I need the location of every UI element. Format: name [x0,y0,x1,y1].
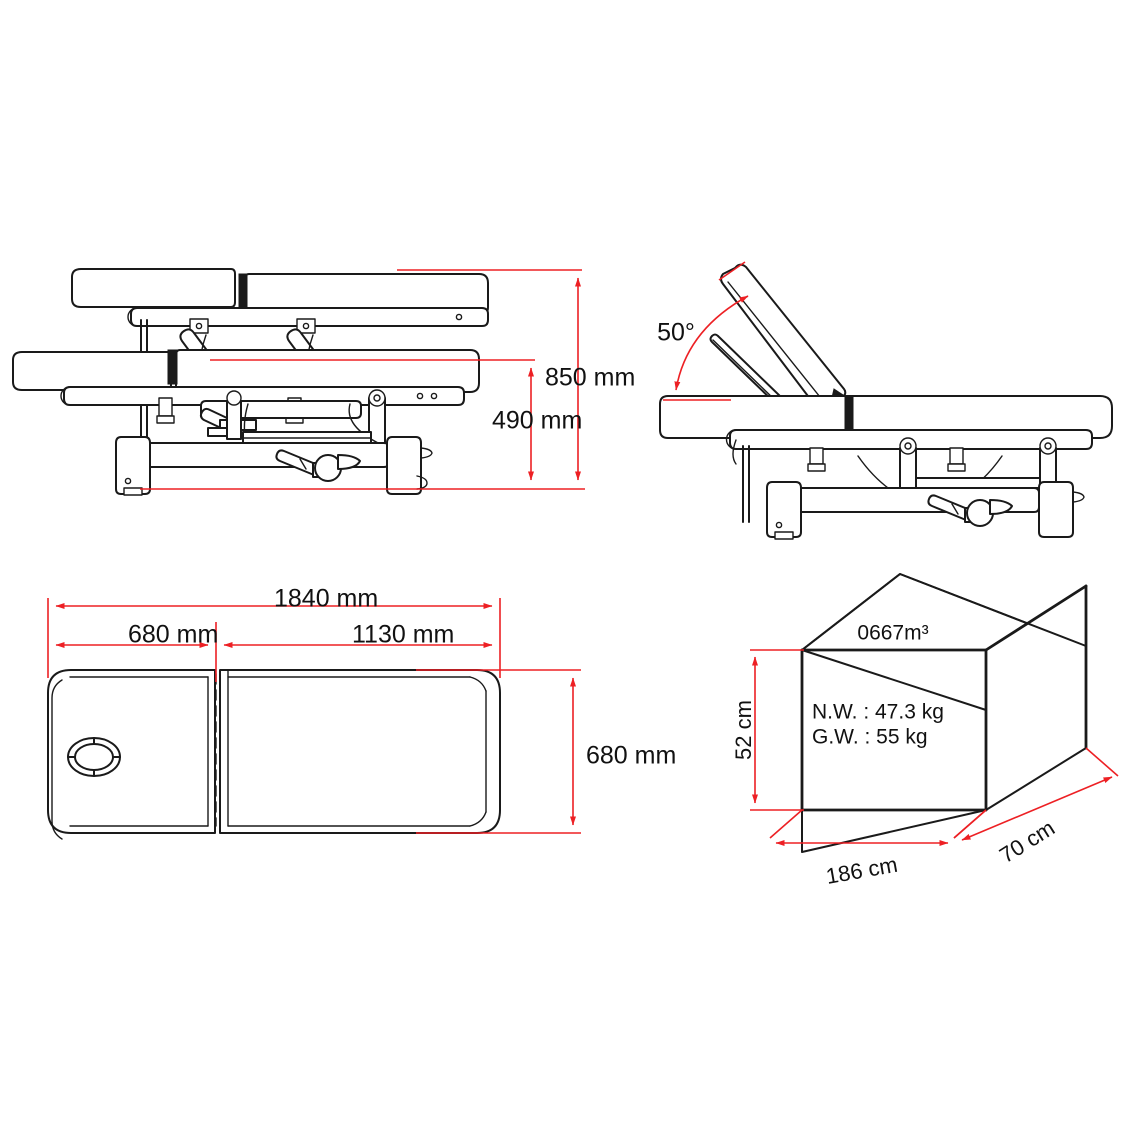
dim-label-head-length: 680 mm [128,621,218,649]
dim-label-carton-depth: 70 cm [995,815,1059,868]
view-packing-carton: 0667m³ N.W. : 47.3 kg G.W. : 55 kg 52 cm… [731,573,1119,889]
backrest-panel [709,263,847,412]
base-frame [115,436,433,496]
dim-label-carton-height: 52 cm [731,700,756,760]
table-lowered-position [12,349,480,449]
plan-head-section [47,669,216,840]
frame-rail [725,429,1093,523]
view-side-elevation-heights: 850 mm 490 mm [12,268,635,496]
view-side-elevation-recline: 50° [657,261,1113,540]
view-plan: 1840 mm 680 mm 1130 mm 680 mm [47,585,676,840]
dim-label-carton-length: 186 cm [824,852,899,889]
carton-volume-label: 0667m³ [857,622,928,645]
base-frame-reclined [766,481,1085,540]
carton-gross-weight-label: G.W. : 55 kg [812,726,928,749]
seat-cushion [659,395,1113,439]
dim-label-body-length: 1130 mm [352,621,454,649]
dim-label-overall-length: 1840 mm [274,585,378,613]
carton-net-weight-label: N.W. : 47.3 kg [812,701,944,724]
face-hole [67,737,121,777]
dim-label-backrest-angle: 50° [657,319,695,347]
plan-body-section [219,669,501,834]
dim-label-height-min: 490 mm [492,407,582,435]
dim-label-overall-width: 680 mm [586,742,676,770]
dimension-group-plan: 1840 mm 680 mm 1130 mm 680 mm [47,585,676,834]
dimension-group-heights: 850 mm 490 mm [140,269,635,490]
dim-label-height-max: 850 mm [545,364,635,392]
carton-solid [800,573,1088,853]
dimension-group-angle: 50° [657,261,749,401]
